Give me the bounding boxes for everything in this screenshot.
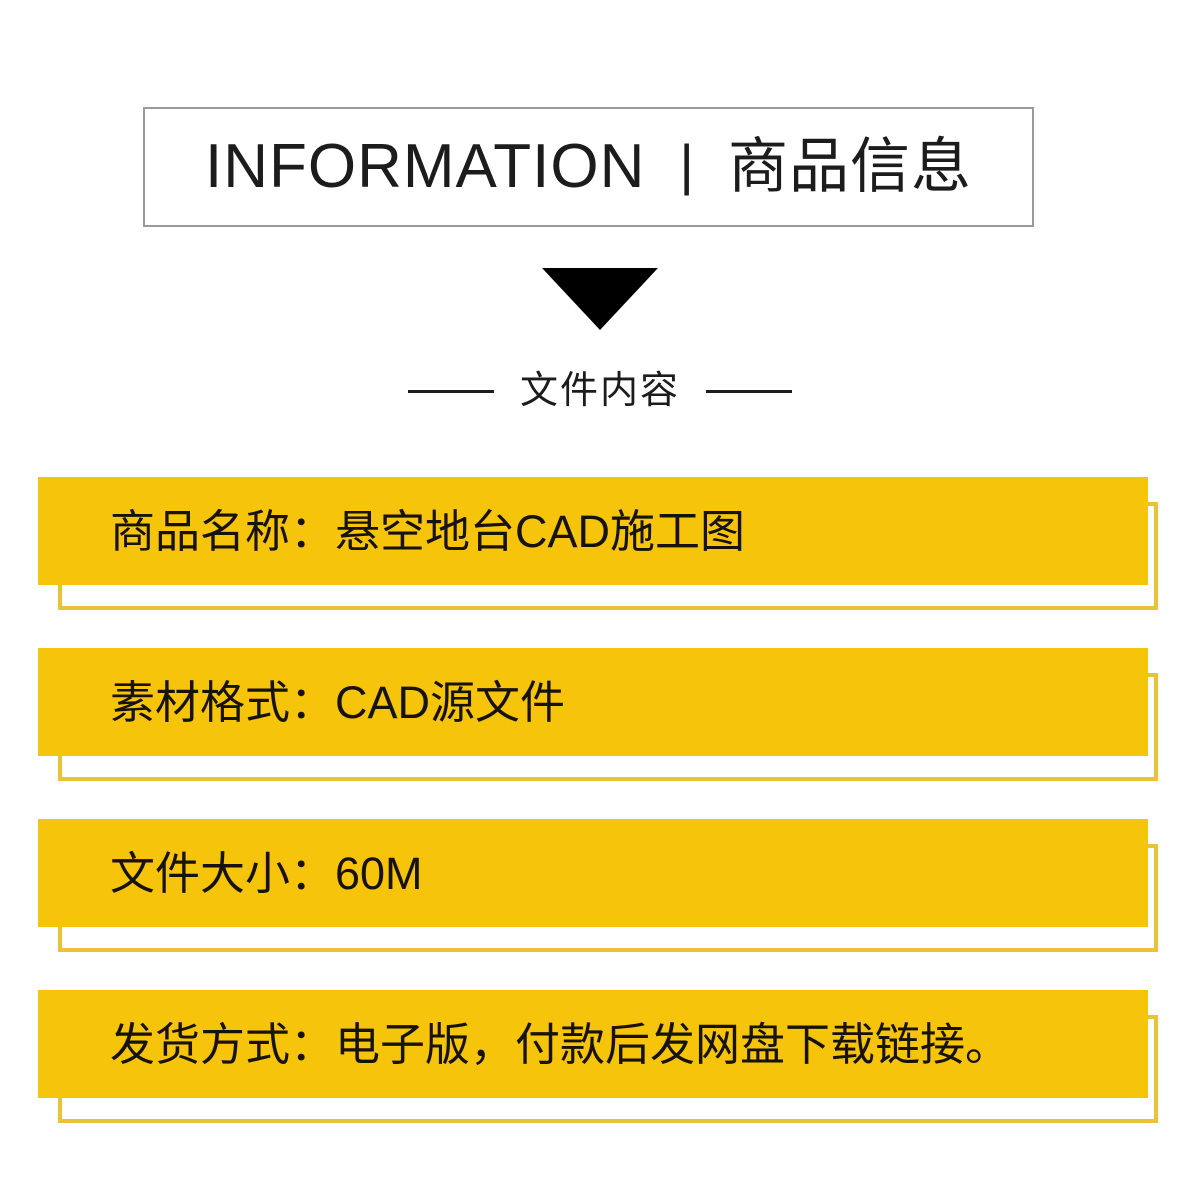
info-bar-list: 商品名称：悬空地台CAD施工图 素材格式：CAD源文件 文件大小：60M 发货方… [0,477,1200,1161]
divider-line-right [706,389,792,393]
info-bar-row: 商品名称：悬空地台CAD施工图 [0,477,1200,648]
info-bar-file-size: 文件大小：60M [38,819,1148,927]
info-bar-text: 文件大小：60M [110,847,423,899]
header-english-title: INFORMATION [205,132,646,201]
info-bar-row: 文件大小：60M [0,819,1200,990]
info-bar-text: 发货方式：电子版，付款后发网盘下载链接。 [110,1018,1011,1070]
triangle-down-icon-wrap [0,268,1200,330]
triangle-down-icon [542,268,658,330]
info-bar-material-format: 素材格式：CAD源文件 [38,648,1148,756]
divider-label: 文件内容 [519,370,680,412]
info-bar-row: 发货方式：电子版，付款后发网盘下载链接。 [0,990,1200,1161]
header-chinese-title: 商品信息 [727,133,972,200]
info-bar-text: 商品名称：悬空地台CAD施工图 [110,505,746,557]
info-bar-text: 素材格式：CAD源文件 [110,676,566,728]
header-title-group: INFORMATION | 商品信息 [205,136,972,198]
info-bar-product-name: 商品名称：悬空地台CAD施工图 [38,477,1148,585]
header-banner: INFORMATION | 商品信息 [143,107,1034,227]
info-bar-row: 素材格式：CAD源文件 [0,648,1200,819]
section-divider: 文件内容 [0,372,1200,410]
header-separator: | [679,133,694,196]
divider-line-left [407,389,494,393]
info-bar-delivery-method: 发货方式：电子版，付款后发网盘下载链接。 [38,990,1148,1098]
